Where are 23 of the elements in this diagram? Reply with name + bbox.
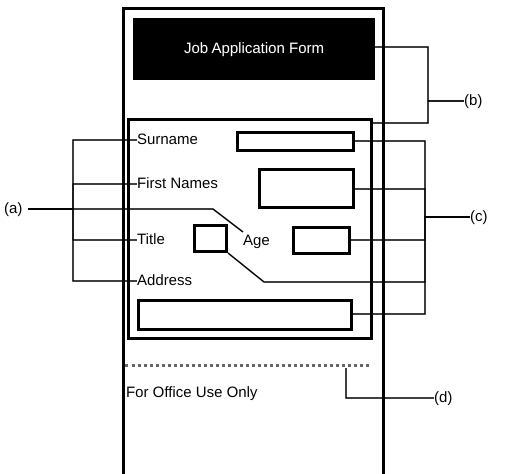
input-field	[236, 131, 355, 152]
callout-letter: (c)	[470, 208, 494, 226]
leader-line	[373, 100, 464, 124]
field-label: Title	[137, 231, 171, 249]
leader-line	[345, 368, 434, 399]
input-field	[292, 226, 351, 255]
field-label: First Names	[137, 175, 237, 193]
leader-line	[353, 216, 470, 315]
input-field	[258, 168, 355, 209]
field-label: Address	[137, 272, 207, 290]
callout-letter: (d)	[434, 389, 458, 407]
input-field	[193, 224, 228, 253]
form-page-outline	[122, 7, 385, 474]
callout-letter: (a)	[4, 200, 28, 218]
field-label: Age	[243, 232, 279, 250]
field-label: Surname	[137, 131, 199, 149]
title-banner: Job Application Form	[133, 18, 375, 80]
leader-line	[28, 208, 137, 282]
note-text: For Office Use Only	[126, 384, 258, 402]
input-field	[137, 299, 353, 331]
form-section-box	[127, 118, 373, 340]
separator-line	[125, 364, 369, 368]
callout-letter: (b)	[464, 92, 488, 110]
